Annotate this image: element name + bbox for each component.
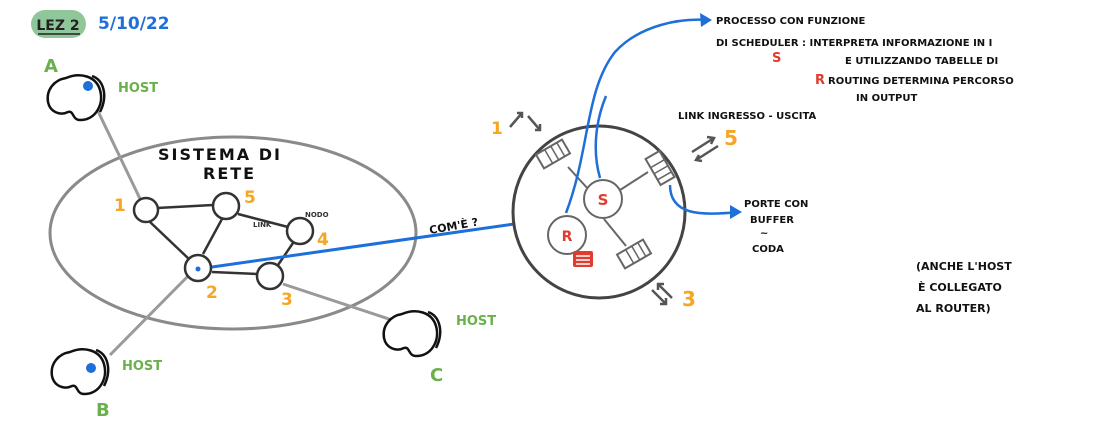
- lesson-date: 5/10/22: [98, 14, 170, 34]
- port-buffer-1: [534, 138, 572, 170]
- network-system-ellipse: [48, 135, 418, 331]
- host-a-label: HOST: [118, 81, 158, 96]
- node-4-label: 4: [317, 230, 329, 250]
- node-3: [255, 261, 285, 291]
- host-a-letter: A: [44, 56, 58, 77]
- host-b-icon: [50, 348, 110, 396]
- network-title-line2: RETE: [203, 164, 256, 183]
- ports-note-line3: ~: [760, 228, 768, 239]
- routing-label: R: [562, 229, 573, 245]
- node-2-dot: [195, 266, 201, 272]
- host-b-letter: B: [96, 400, 110, 421]
- link-1-5: [156, 203, 214, 210]
- node-4: [285, 216, 315, 246]
- aside-note-line1: (ANCHE L'HOST: [916, 260, 1012, 273]
- link-5-4: [237, 212, 289, 229]
- scheduler-node: [583, 179, 623, 219]
- port-buffer-3: [615, 238, 653, 270]
- arrow-to-ports: [668, 184, 739, 215]
- scheduler-label: S: [598, 191, 609, 209]
- link-label: LINK: [253, 221, 272, 229]
- port-buffer-5: [644, 149, 676, 187]
- node-5: [211, 191, 241, 221]
- scheduler-note-line4: ROUTING DETERMINA PERCORSO: [828, 76, 1014, 87]
- arrow-head-scheduler: [700, 13, 712, 27]
- scheduler-note-line1: PROCESSO CON FUNZIONE: [716, 16, 865, 27]
- link-node2-router: [197, 222, 515, 271]
- port-3-label: 3: [682, 287, 696, 311]
- link-5-2: [201, 218, 224, 255]
- link-host-b: [108, 266, 198, 357]
- node-3-label: 3: [281, 290, 293, 310]
- host-c-label: HOST: [456, 314, 496, 329]
- host-a-icon: [46, 74, 106, 122]
- scheduler-note-s: S: [772, 51, 781, 66]
- port-1-label: 1: [491, 119, 503, 139]
- router-spokes: [567, 166, 649, 247]
- arrow-s-loop: [594, 95, 608, 179]
- node-1-label: 1: [114, 196, 126, 216]
- host-b-label: HOST: [122, 359, 162, 374]
- host-c-letter: C: [430, 365, 443, 386]
- aside-note-line3: AL ROUTER): [916, 302, 991, 315]
- arrow-r-to-scheduler: [564, 18, 709, 214]
- scheduler-note-line5: IN OUTPUT: [856, 93, 917, 104]
- ports-note-line1: PORTE CON: [744, 199, 808, 210]
- lesson-badge: [31, 10, 86, 38]
- link-3-4: [276, 242, 295, 266]
- node-5-label: 5: [244, 188, 256, 208]
- scheduler-note-r: R: [815, 73, 825, 88]
- port-arrows: [509, 111, 719, 306]
- network-title-line1: SISTEMA DI: [158, 145, 282, 164]
- arrow-head-ports: [730, 205, 742, 219]
- link-1-2: [149, 221, 191, 261]
- routing-node: [547, 215, 587, 255]
- node-2-label: 2: [206, 283, 218, 303]
- routing-table-icon: [573, 251, 593, 267]
- link-host-a: [93, 104, 145, 206]
- ports-note-line2: BUFFER: [750, 215, 794, 226]
- link-2-3: [211, 270, 259, 276]
- lesson-label: LEZ 2: [36, 18, 79, 34]
- node-1: [132, 196, 160, 224]
- aside-note-line2: È COLLEGATO: [918, 281, 1002, 294]
- link-host-c: [282, 282, 399, 324]
- link-io-label: LINK INGRESSO - USCITA: [678, 111, 817, 122]
- router-circle: [511, 124, 687, 300]
- host-c-icon: [382, 310, 442, 358]
- ports-note-line4: CODA: [752, 244, 784, 255]
- node-label: NODO: [305, 211, 329, 219]
- scheduler-note-line3: E UTILIZZANDO TABELLE DI: [845, 56, 998, 67]
- port-5-label: 5: [724, 126, 738, 150]
- internal-links: [149, 203, 295, 276]
- scheduler-note-line2: DI SCHEDULER : INTERPRETA INFORMAZIONE I…: [716, 38, 992, 49]
